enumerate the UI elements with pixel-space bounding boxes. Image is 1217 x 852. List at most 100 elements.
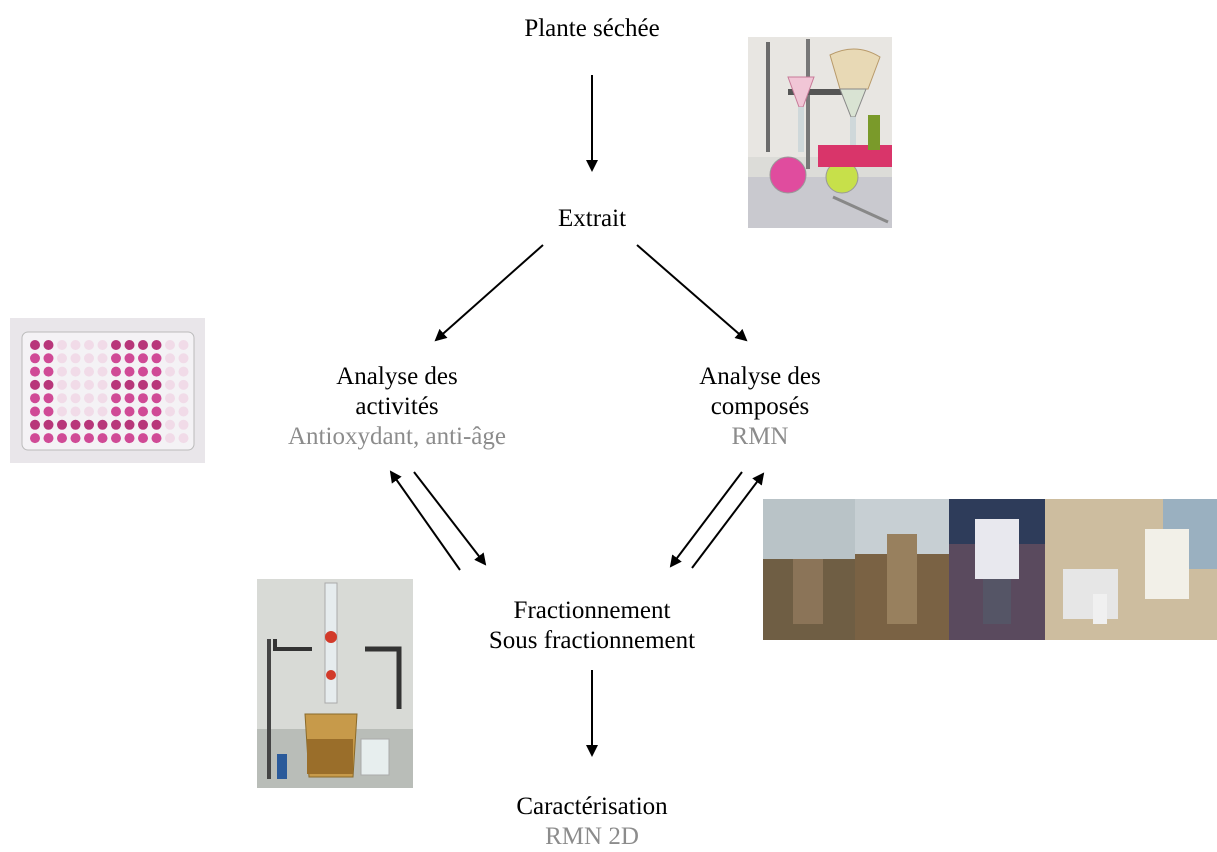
plate-well bbox=[57, 379, 67, 390]
plate-well bbox=[30, 340, 40, 350]
plate-well bbox=[70, 340, 81, 350]
plate-well bbox=[57, 419, 67, 430]
plate-well bbox=[124, 353, 135, 364]
plate-well bbox=[43, 366, 54, 377]
plate-well bbox=[111, 433, 121, 444]
plate-well bbox=[138, 419, 148, 430]
node-analyse-composes-line2: composés bbox=[710, 393, 810, 420]
plate-well bbox=[57, 366, 67, 377]
plate-well bbox=[30, 379, 40, 390]
plate-well bbox=[97, 353, 108, 364]
plate-well bbox=[178, 419, 189, 430]
arrow-extrait-to-activites bbox=[434, 244, 544, 342]
plate-well bbox=[111, 366, 121, 377]
plate-well bbox=[97, 366, 108, 377]
plate-well bbox=[84, 419, 94, 430]
plate-well bbox=[178, 393, 189, 404]
plate-well bbox=[30, 353, 40, 364]
plate-well bbox=[84, 433, 94, 444]
photo-96-well-microplate bbox=[10, 318, 205, 463]
plate-well bbox=[165, 406, 175, 417]
node-analyse-activites-line1: Analyse des bbox=[336, 363, 458, 390]
node-fractionnement-line1: Fractionnement bbox=[513, 597, 671, 624]
plate-well bbox=[151, 393, 162, 404]
plate-well bbox=[70, 353, 81, 364]
plate-well bbox=[57, 393, 67, 404]
plate-well bbox=[70, 393, 81, 404]
plate-well bbox=[43, 340, 54, 350]
plate-well bbox=[178, 340, 189, 350]
plate-well bbox=[43, 353, 54, 364]
plate-well bbox=[151, 406, 162, 417]
plate-well bbox=[70, 366, 81, 377]
plate-well bbox=[111, 353, 121, 364]
node-caracterisation: Caractérisation RMN 2D bbox=[516, 792, 667, 852]
plate-well bbox=[43, 379, 54, 390]
photo-chromatography-column bbox=[257, 579, 413, 788]
plate-well bbox=[30, 433, 40, 444]
plate-well bbox=[138, 393, 148, 404]
plate-well bbox=[97, 379, 108, 390]
plate-well bbox=[97, 419, 108, 430]
plate-well bbox=[111, 340, 121, 350]
node-analyse-activites-detail: Antioxydant, anti-âge bbox=[288, 423, 506, 450]
plate-well bbox=[57, 340, 67, 350]
plate-well bbox=[138, 340, 148, 350]
plate-well bbox=[165, 393, 175, 404]
plate-well bbox=[70, 419, 81, 430]
plate-well bbox=[84, 340, 94, 350]
plate-well bbox=[57, 433, 67, 444]
plate-well bbox=[57, 406, 67, 417]
plate-well bbox=[84, 393, 94, 404]
plate-well bbox=[138, 366, 148, 377]
plate-well bbox=[30, 393, 40, 404]
plate-well bbox=[151, 353, 162, 364]
plate-well bbox=[165, 419, 175, 430]
plate-well bbox=[30, 406, 40, 417]
plate-well bbox=[30, 366, 40, 377]
arrow-activites-to-fraction bbox=[413, 471, 487, 566]
plate-well bbox=[151, 433, 162, 444]
plate-well bbox=[124, 379, 135, 390]
photo-extraction-glassware bbox=[748, 37, 892, 228]
plate-well bbox=[97, 340, 108, 350]
plate-well bbox=[178, 433, 189, 444]
plate-well bbox=[97, 406, 108, 417]
plate-well bbox=[30, 419, 40, 430]
plate-well bbox=[70, 433, 81, 444]
node-analyse-activites-line2: activités bbox=[355, 393, 439, 420]
plate-well bbox=[151, 419, 162, 430]
node-extrait: Extrait bbox=[557, 205, 627, 232]
plate-well bbox=[151, 340, 162, 350]
node-caracterisation-detail: RMN 2D bbox=[545, 823, 639, 850]
plate-well bbox=[138, 433, 148, 444]
node-caracterisation-line1: Caractérisation bbox=[516, 793, 668, 820]
plate-well bbox=[138, 406, 148, 417]
plate-well bbox=[70, 406, 81, 417]
plate-well bbox=[151, 366, 162, 377]
arrow-extrait-to-composes bbox=[636, 244, 748, 342]
plate-well bbox=[124, 393, 135, 404]
plate-well bbox=[165, 379, 175, 390]
node-analyse-activites: Analyse des activités Antioxydant, anti-… bbox=[288, 362, 506, 452]
plate-well bbox=[124, 433, 135, 444]
plate-well bbox=[178, 379, 189, 390]
plate-well bbox=[165, 340, 175, 350]
plate-well bbox=[111, 379, 121, 390]
plate-well bbox=[70, 379, 81, 390]
plate-well bbox=[111, 406, 121, 417]
plate-well bbox=[84, 379, 94, 390]
plate-well bbox=[124, 366, 135, 377]
plate-well bbox=[138, 379, 148, 390]
plate-well bbox=[43, 406, 54, 417]
plate-well bbox=[124, 340, 135, 350]
plate-well bbox=[124, 406, 135, 417]
plate-well bbox=[151, 379, 162, 390]
plate-well bbox=[57, 353, 67, 364]
arrow-composes-to-fraction bbox=[669, 471, 743, 568]
plate-well bbox=[124, 419, 135, 430]
plate-well bbox=[165, 366, 175, 377]
node-plante-sechee: Plante séchée bbox=[524, 15, 660, 42]
node-analyse-composes-line1: Analyse des bbox=[699, 363, 821, 390]
arrow-fraction-to-composes bbox=[691, 472, 765, 569]
